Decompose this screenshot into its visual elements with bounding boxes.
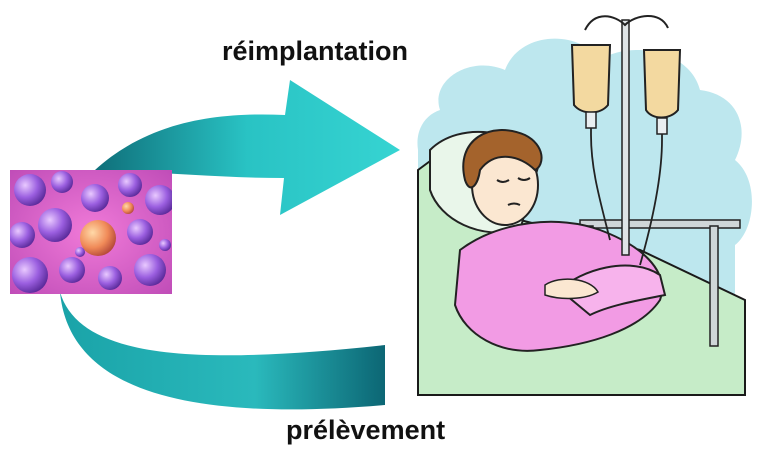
reimplantation-label: réimplantation	[222, 36, 408, 67]
harvest-arrow	[60, 292, 385, 409]
harvest-label: prélèvement	[286, 415, 445, 446]
cell-culture-image	[9, 170, 175, 294]
